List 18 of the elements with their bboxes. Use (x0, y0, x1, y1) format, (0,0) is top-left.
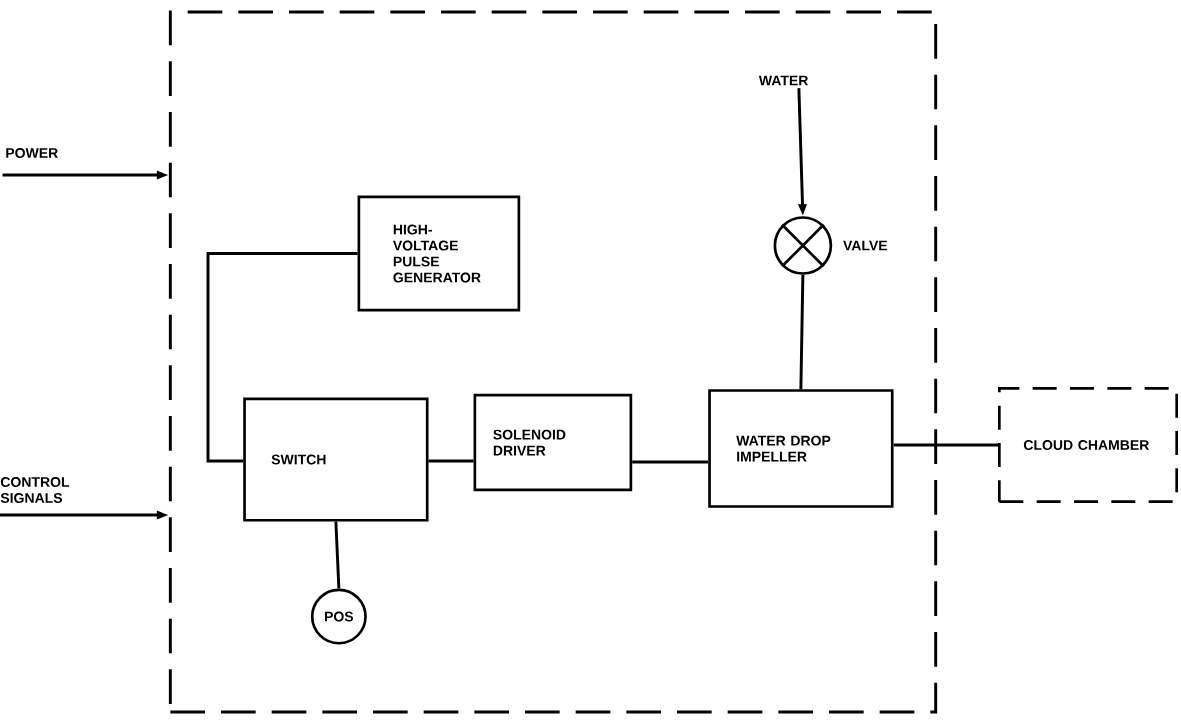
connector (334, 521, 341, 589)
connector (893, 443, 998, 447)
signal-label: WATER (758, 75, 809, 86)
side-label: VALVE (843, 240, 888, 251)
connector (428, 459, 474, 463)
connector (632, 460, 709, 464)
block-box: SWITCH (243, 397, 429, 522)
signal-label: POWER (6, 148, 58, 158)
connector (206, 252, 358, 463)
block-box: HIGH-VOLTAGE PULSE GENERATOR (357, 195, 521, 312)
block-box: WATER DROP IMPELLER (708, 389, 894, 508)
block-box: SOLENOID DRIVER (473, 393, 633, 492)
signal-label: CONTROL SIGNALS (0, 477, 70, 503)
valve-symbol (773, 216, 833, 275)
dashed-box: CLOUD CHAMBER (998, 387, 1178, 503)
connector (799, 274, 805, 390)
dashed-enclosure (168, 10, 938, 714)
circle-node: POS (310, 588, 367, 645)
